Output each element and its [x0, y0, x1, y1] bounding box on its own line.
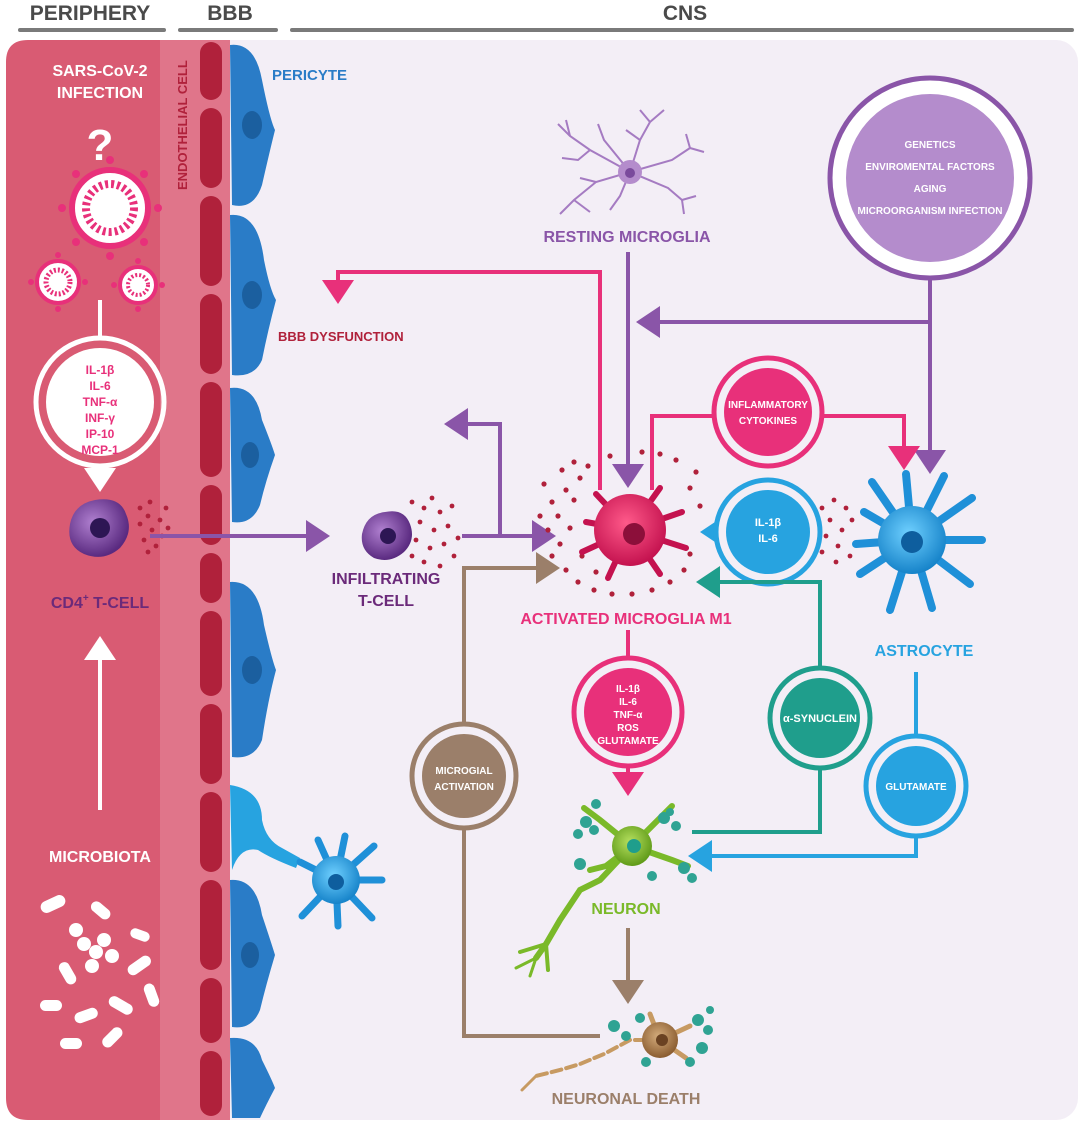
- astrocyte-label: ASTROCYTE: [875, 643, 974, 660]
- endothelial-cells: [200, 42, 222, 1116]
- virus-small-right: [118, 265, 158, 305]
- cns-background: [180, 40, 1078, 1120]
- factor-0: GENETICS: [904, 140, 955, 151]
- bbb-dysfunction-label: BBB DYSFUNCTION: [278, 329, 404, 344]
- activated-microglia-secretion: [537, 449, 703, 597]
- glutamate-circle: [876, 746, 956, 826]
- cd4-tcell-label: CD4+ T-CELL: [51, 593, 150, 612]
- periphery-cytokine-1: IL-6: [89, 379, 111, 393]
- il-astro-0: IL-1β: [755, 517, 782, 529]
- neurotox-2: TNF-α: [614, 710, 644, 721]
- bbb-dysfunction-arrow: [322, 270, 602, 490]
- inflammatory-line2: CYTOKINES: [739, 416, 797, 427]
- activated-microglia-nucleus: [623, 523, 645, 545]
- neurotox-1: IL-6: [619, 697, 637, 708]
- synuclein-label: α-SYNUCLEIN: [783, 713, 857, 725]
- synuclein-circle: [780, 678, 860, 758]
- bbb-astrocyte-nucleus: [328, 874, 344, 890]
- inflammatory-circle: [724, 368, 812, 456]
- microbiota-label: MICROBIOTA: [49, 849, 151, 866]
- virus-spikes: [28, 156, 165, 312]
- header-cns-line: [290, 28, 1074, 32]
- neuron-label: NEURON: [591, 901, 660, 918]
- question-mark: ?: [87, 121, 114, 170]
- infiltrating-label-line2: T-CELL: [358, 593, 414, 610]
- periphery-cytokine-5: MCP-1: [81, 443, 119, 457]
- header-cns: CNS: [662, 2, 708, 25]
- dead-neuron-aggregates: [608, 1006, 714, 1067]
- neurotox-4: GLUTAMATE: [597, 736, 659, 747]
- tcell-feedback-arrow: [444, 408, 502, 536]
- cd4-tcell: [69, 499, 129, 557]
- periphery-cytokine-circle: [46, 348, 154, 456]
- factor-3: MICROORGANISM INFECTION: [858, 206, 1003, 217]
- il-astro-circle: [726, 490, 810, 574]
- neuron-nucleus: [627, 839, 641, 853]
- astrocyte-endfoot: [230, 785, 300, 870]
- periphery-cytokine-4: IP-10: [86, 427, 115, 441]
- factors-circle: [846, 94, 1014, 262]
- resting-microglia-label: RESTING MICROGLIA: [543, 229, 711, 246]
- pericyte-label: PERICYTE: [272, 67, 347, 84]
- virus-small-left: [35, 259, 81, 305]
- neuronal-death-label: NEURONAL DEATH: [552, 1091, 701, 1108]
- factor-1: ENVIROMENTAL FACTORS: [865, 162, 995, 173]
- glutamate-arrow: [688, 672, 918, 872]
- inflammatory-line1: INFLAMMATORY: [728, 400, 808, 411]
- sars-label-line2: INFECTION: [57, 85, 143, 102]
- infiltrating-tcell-secretion: [409, 495, 461, 569]
- microglial-activation-circle: [422, 734, 506, 818]
- resting-microglia: [557, 109, 705, 215]
- factor-2: AGING: [914, 184, 947, 195]
- microbiota-bacteria: [40, 895, 160, 1049]
- header-periphery-line: [18, 28, 166, 32]
- pericyte-nuclei: [241, 111, 262, 968]
- astrocyte-nucleus: [901, 531, 923, 553]
- il-astro-1: IL-6: [758, 533, 778, 545]
- header-bbb: BBB: [207, 2, 253, 25]
- resting-microglia-nucleus: [625, 168, 635, 178]
- header-periphery: PERIPHERY: [29, 2, 151, 25]
- neuron-aggregates: [573, 799, 697, 883]
- activated-microglia-label: ACTIVATED MICROGLIA M1: [520, 611, 731, 628]
- endothelial-label: ENDOTHELIAL CELL: [175, 60, 190, 190]
- dead-neuron-nucleus: [656, 1034, 668, 1046]
- header-bbb-line: [178, 28, 278, 32]
- infiltrating-tcell: [361, 511, 412, 560]
- glutamate-label: GLUTAMATE: [885, 782, 947, 793]
- periphery-cytokine-0: IL-1β: [86, 363, 115, 377]
- microglial-activation-line2: ACTIVATION: [434, 782, 494, 793]
- infiltrating-label-line1: INFILTRATING: [332, 571, 441, 588]
- periphery-cytokine-2: TNF-α: [83, 395, 118, 409]
- neurotox-3: ROS: [617, 723, 639, 734]
- periphery-cytokine-3: INF-γ: [85, 411, 115, 425]
- virus-large: [69, 167, 151, 249]
- neurotox-0: IL-1β: [616, 684, 640, 695]
- microglial-activation-line1: MICROGIAL: [435, 766, 492, 777]
- neurotox-circle: [584, 668, 672, 756]
- sars-label-line1: SARS-CoV-2: [52, 63, 147, 80]
